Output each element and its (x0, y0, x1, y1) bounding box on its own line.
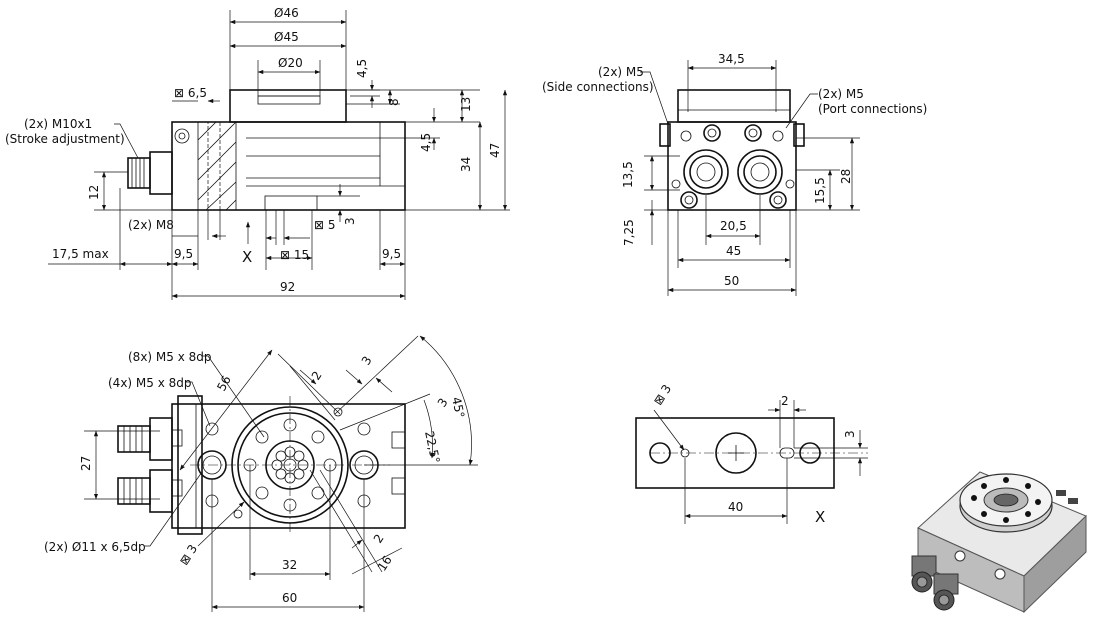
dim-w345: 34,5 (718, 52, 745, 66)
label-m5-8x: (8x) M5 x 8dp (128, 350, 212, 364)
dim-w95-right: 9,5 (382, 247, 401, 261)
label-max: 17,5 max (52, 247, 109, 261)
label-m8: (2x) M8 (128, 218, 174, 232)
dim-h3: 3 (343, 217, 357, 225)
dim-dia20: Ø20 (278, 56, 303, 70)
adjust-screw-lower (117, 469, 173, 513)
dim-w95-left: 9,5 (174, 247, 193, 261)
dim-h12: 12 (87, 185, 101, 200)
dim-sq5: ⊠ 5 (314, 218, 336, 232)
dim-x-w2: 2 (781, 394, 789, 408)
dim-a3-mid: 3 (435, 396, 451, 410)
iso-fitting-left (911, 555, 937, 593)
label-side-conn-note: (Side connections) (542, 80, 654, 94)
dim-a2-top: 2 (309, 369, 325, 383)
label-dia11: (2x) Ø11 x 6,5dp (44, 540, 146, 554)
port-right (737, 149, 783, 195)
label-x-view: X (815, 508, 825, 526)
label-thread: (2x) M10x1 (24, 117, 92, 131)
dim-w16: 16 (375, 553, 395, 573)
dim-w205: 20,5 (720, 219, 747, 233)
dim-h725: 7,25 (622, 219, 636, 246)
dim-deg225: 22,5° (422, 430, 442, 465)
dim-sq65: ⊠ 6,5 (174, 86, 207, 100)
label-thread-note: (Stroke adjustment) (5, 132, 125, 146)
x-view: ⊠ 3 2 3 40 X (635, 382, 868, 526)
dim-h45-top: 4,5 (355, 59, 369, 78)
dim-h27: 27 (79, 456, 93, 471)
dim-a2-bot: 2 (371, 532, 387, 546)
top-view: (8x) M5 x 8dp (4x) M5 x 8dp 56 2 3 45° 3… (44, 335, 478, 612)
dim-h13: 13 (459, 97, 473, 112)
dim-h135: 13,5 (621, 161, 635, 188)
dim-w92: 92 (280, 280, 295, 294)
iso-fitting-right (933, 573, 959, 611)
label-x-front: X (242, 248, 252, 266)
side-view: (2x) M5 (Side connections) 34,5 (2x) M5 … (542, 52, 927, 296)
label-port-conn: (2x) M5 (818, 87, 864, 101)
dim-sq15: ⊠ 15 (280, 248, 309, 262)
stroke-adjust-screw (127, 151, 173, 195)
dim-x-sq3: ⊠ 3 (651, 382, 674, 408)
dim-a3-top: 3 (359, 354, 375, 368)
dim-dia45: Ø45 (274, 30, 299, 44)
dim-sq3: ⊠ 3 (177, 542, 200, 568)
label-m5-4x: (4x) M5 x 8dp (108, 376, 192, 390)
dim-h28: 28 (839, 169, 853, 184)
dim-w45: 45 (726, 244, 741, 258)
dim-h8: 8 (387, 98, 401, 106)
dim-w32: 32 (282, 558, 297, 572)
section-hatch (197, 121, 237, 211)
dim-deg45: 45° (449, 396, 467, 420)
dim-w60: 60 (282, 591, 297, 605)
dim-h155: 15,5 (813, 177, 827, 204)
dim-dia46: Ø46 (274, 6, 299, 20)
port-left (683, 149, 729, 195)
front-view: Ø46 Ø45 Ø20 ⊠ 6,5 4,5 8 13 4,5 34 47 (2x… (5, 6, 510, 300)
adjust-screw-upper (117, 417, 173, 461)
dim-h47: 47 (488, 143, 502, 158)
dim-r56: 56 (214, 373, 234, 393)
dim-h45-side: 4,5 (419, 133, 433, 152)
isometric-illustration (911, 471, 1087, 614)
dim-w50: 50 (724, 274, 739, 288)
dim-h34: 34 (459, 157, 473, 172)
dim-x-w40: 40 (728, 500, 743, 514)
dim-x-h3: 3 (843, 430, 857, 438)
label-port-conn-note: (Port connections) (818, 102, 927, 116)
label-side-conn: (2x) M5 (598, 65, 644, 79)
